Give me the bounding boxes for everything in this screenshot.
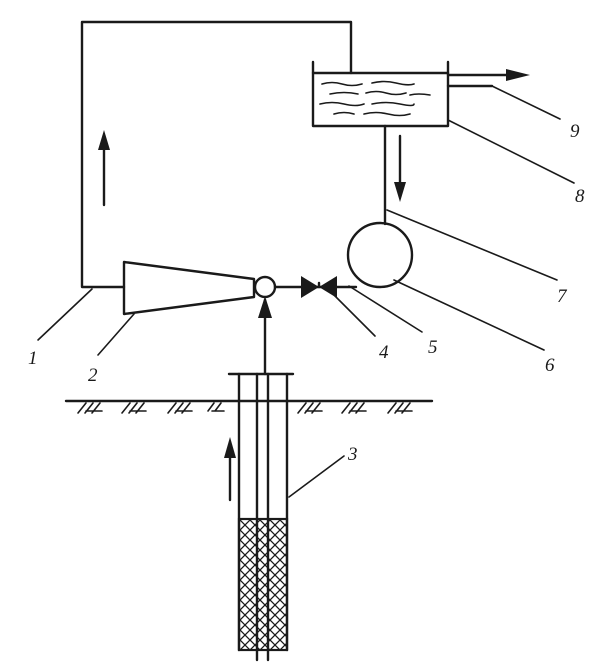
label-3: 3 <box>347 444 358 465</box>
jet-pump-nozzle <box>253 275 277 299</box>
jet-pump-body <box>122 260 256 316</box>
component-labels: 1 2 3 4 5 6 7 8 9 <box>28 121 585 465</box>
label-7: 7 <box>557 286 568 307</box>
valve <box>301 276 319 298</box>
leader-lines <box>37 85 575 498</box>
label-9: 9 <box>570 121 580 142</box>
label-5: 5 <box>428 337 438 358</box>
flow-arrow-down-feed <box>394 134 406 202</box>
flow-arrow-up-pipe <box>98 130 110 207</box>
flow-arrow-outlet <box>506 69 530 81</box>
label-1: 1 <box>28 348 38 369</box>
return-pipe <box>80 20 353 289</box>
label-4: 4 <box>379 342 389 363</box>
flow-arrow-up-well <box>224 437 236 502</box>
water-waves <box>319 80 431 117</box>
label-8: 8 <box>575 186 585 207</box>
flow-arrow-into-pump <box>258 296 272 318</box>
label-2: 2 <box>88 365 98 386</box>
water-tank <box>311 60 450 128</box>
ground-surface <box>64 399 434 414</box>
well-screen-filter <box>237 517 289 652</box>
centrifugal-pump <box>346 221 414 289</box>
label-6: 6 <box>545 355 555 376</box>
